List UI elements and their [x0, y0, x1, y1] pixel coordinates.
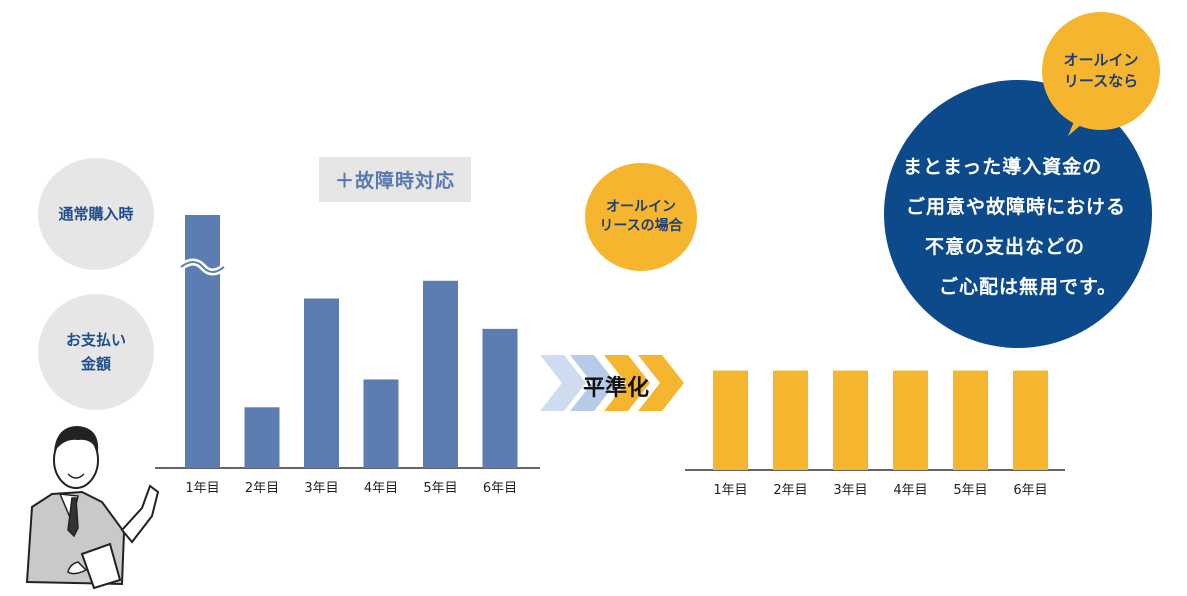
left-chart-tick-label-2: 2年目 [245, 481, 279, 496]
right-chart-bar-5 [953, 370, 988, 470]
businessman-illustration [25, 426, 160, 590]
right-chart-tick-label-3: 3年目 [833, 483, 867, 498]
payment-label-line1: お支払い [65, 331, 126, 349]
left-chart-tick-label-4: 4年目 [364, 481, 398, 496]
message-line-3: 不意の支出などの [925, 236, 1086, 258]
allin-case-line1: オールイン [606, 199, 676, 215]
left-chart-bar-4 [363, 379, 399, 468]
left-chart-bar-6 [482, 328, 518, 468]
left-chart-bar-3 [304, 298, 339, 468]
left-chart-bar-1 [185, 215, 220, 468]
allin-bubble: オールイン リースなら [1042, 12, 1160, 130]
right-chart-bar-1 [713, 370, 748, 470]
leveled-payment-chart: 1年目 2年目 3年目 4年目 5年目 6年目 [685, 370, 1065, 498]
payment-label-line2: 金額 [80, 355, 111, 373]
right-chart-bar-4 [893, 370, 928, 470]
allin-case-line2: リースの場合 [599, 218, 683, 234]
message-line-2: ご用意や故障時における [906, 196, 1127, 218]
payment-amount-chart: 1年目 2年目 3年目 4年目 5年目 6年目 [155, 215, 540, 496]
allin-bubble-line2: リースなら [1063, 72, 1139, 90]
right-chart-bar-2 [773, 370, 808, 470]
right-chart-tick-label-4: 4年目 [893, 483, 927, 498]
left-chart-tick-label-5: 5年目 [423, 481, 457, 496]
left-chart-tick-label-3: 3年目 [304, 481, 338, 496]
normal-purchase-label: 通常購入時 [58, 205, 134, 223]
right-chart-bar-6 [1013, 370, 1048, 470]
leveling-arrows [540, 355, 684, 411]
right-chart-tick-label-6: 6年目 [1013, 483, 1047, 498]
left-chart-tick-label-1: 1年目 [185, 481, 219, 496]
left-chart-bar-5 [423, 280, 458, 468]
right-chart-bar-3 [833, 370, 868, 470]
normal-purchase-circle: 通常購入時 [38, 158, 154, 270]
leveling-label: 平準化 [583, 376, 650, 401]
message-line-4: ご心配は無用です。 [939, 276, 1118, 298]
payment-amount-circle: お支払い 金額 [38, 294, 154, 410]
right-chart-tick-label-5: 5年目 [953, 483, 987, 498]
allin-case-circle: オールイン リースの場合 [585, 163, 697, 271]
right-chart-tick-label-1: 1年目 [713, 483, 747, 498]
message-line-1: まとまった導入資金の [903, 156, 1103, 178]
left-chart-bar-2 [244, 407, 280, 468]
breakdown-tag: ＋故障時対応 [319, 157, 471, 202]
left-chart-axis-break-mark [180, 261, 225, 273]
allin-bubble-line1: オールイン [1063, 51, 1139, 69]
left-chart-tick-label-6: 6年目 [483, 481, 517, 496]
right-chart-tick-label-2: 2年目 [773, 483, 807, 498]
